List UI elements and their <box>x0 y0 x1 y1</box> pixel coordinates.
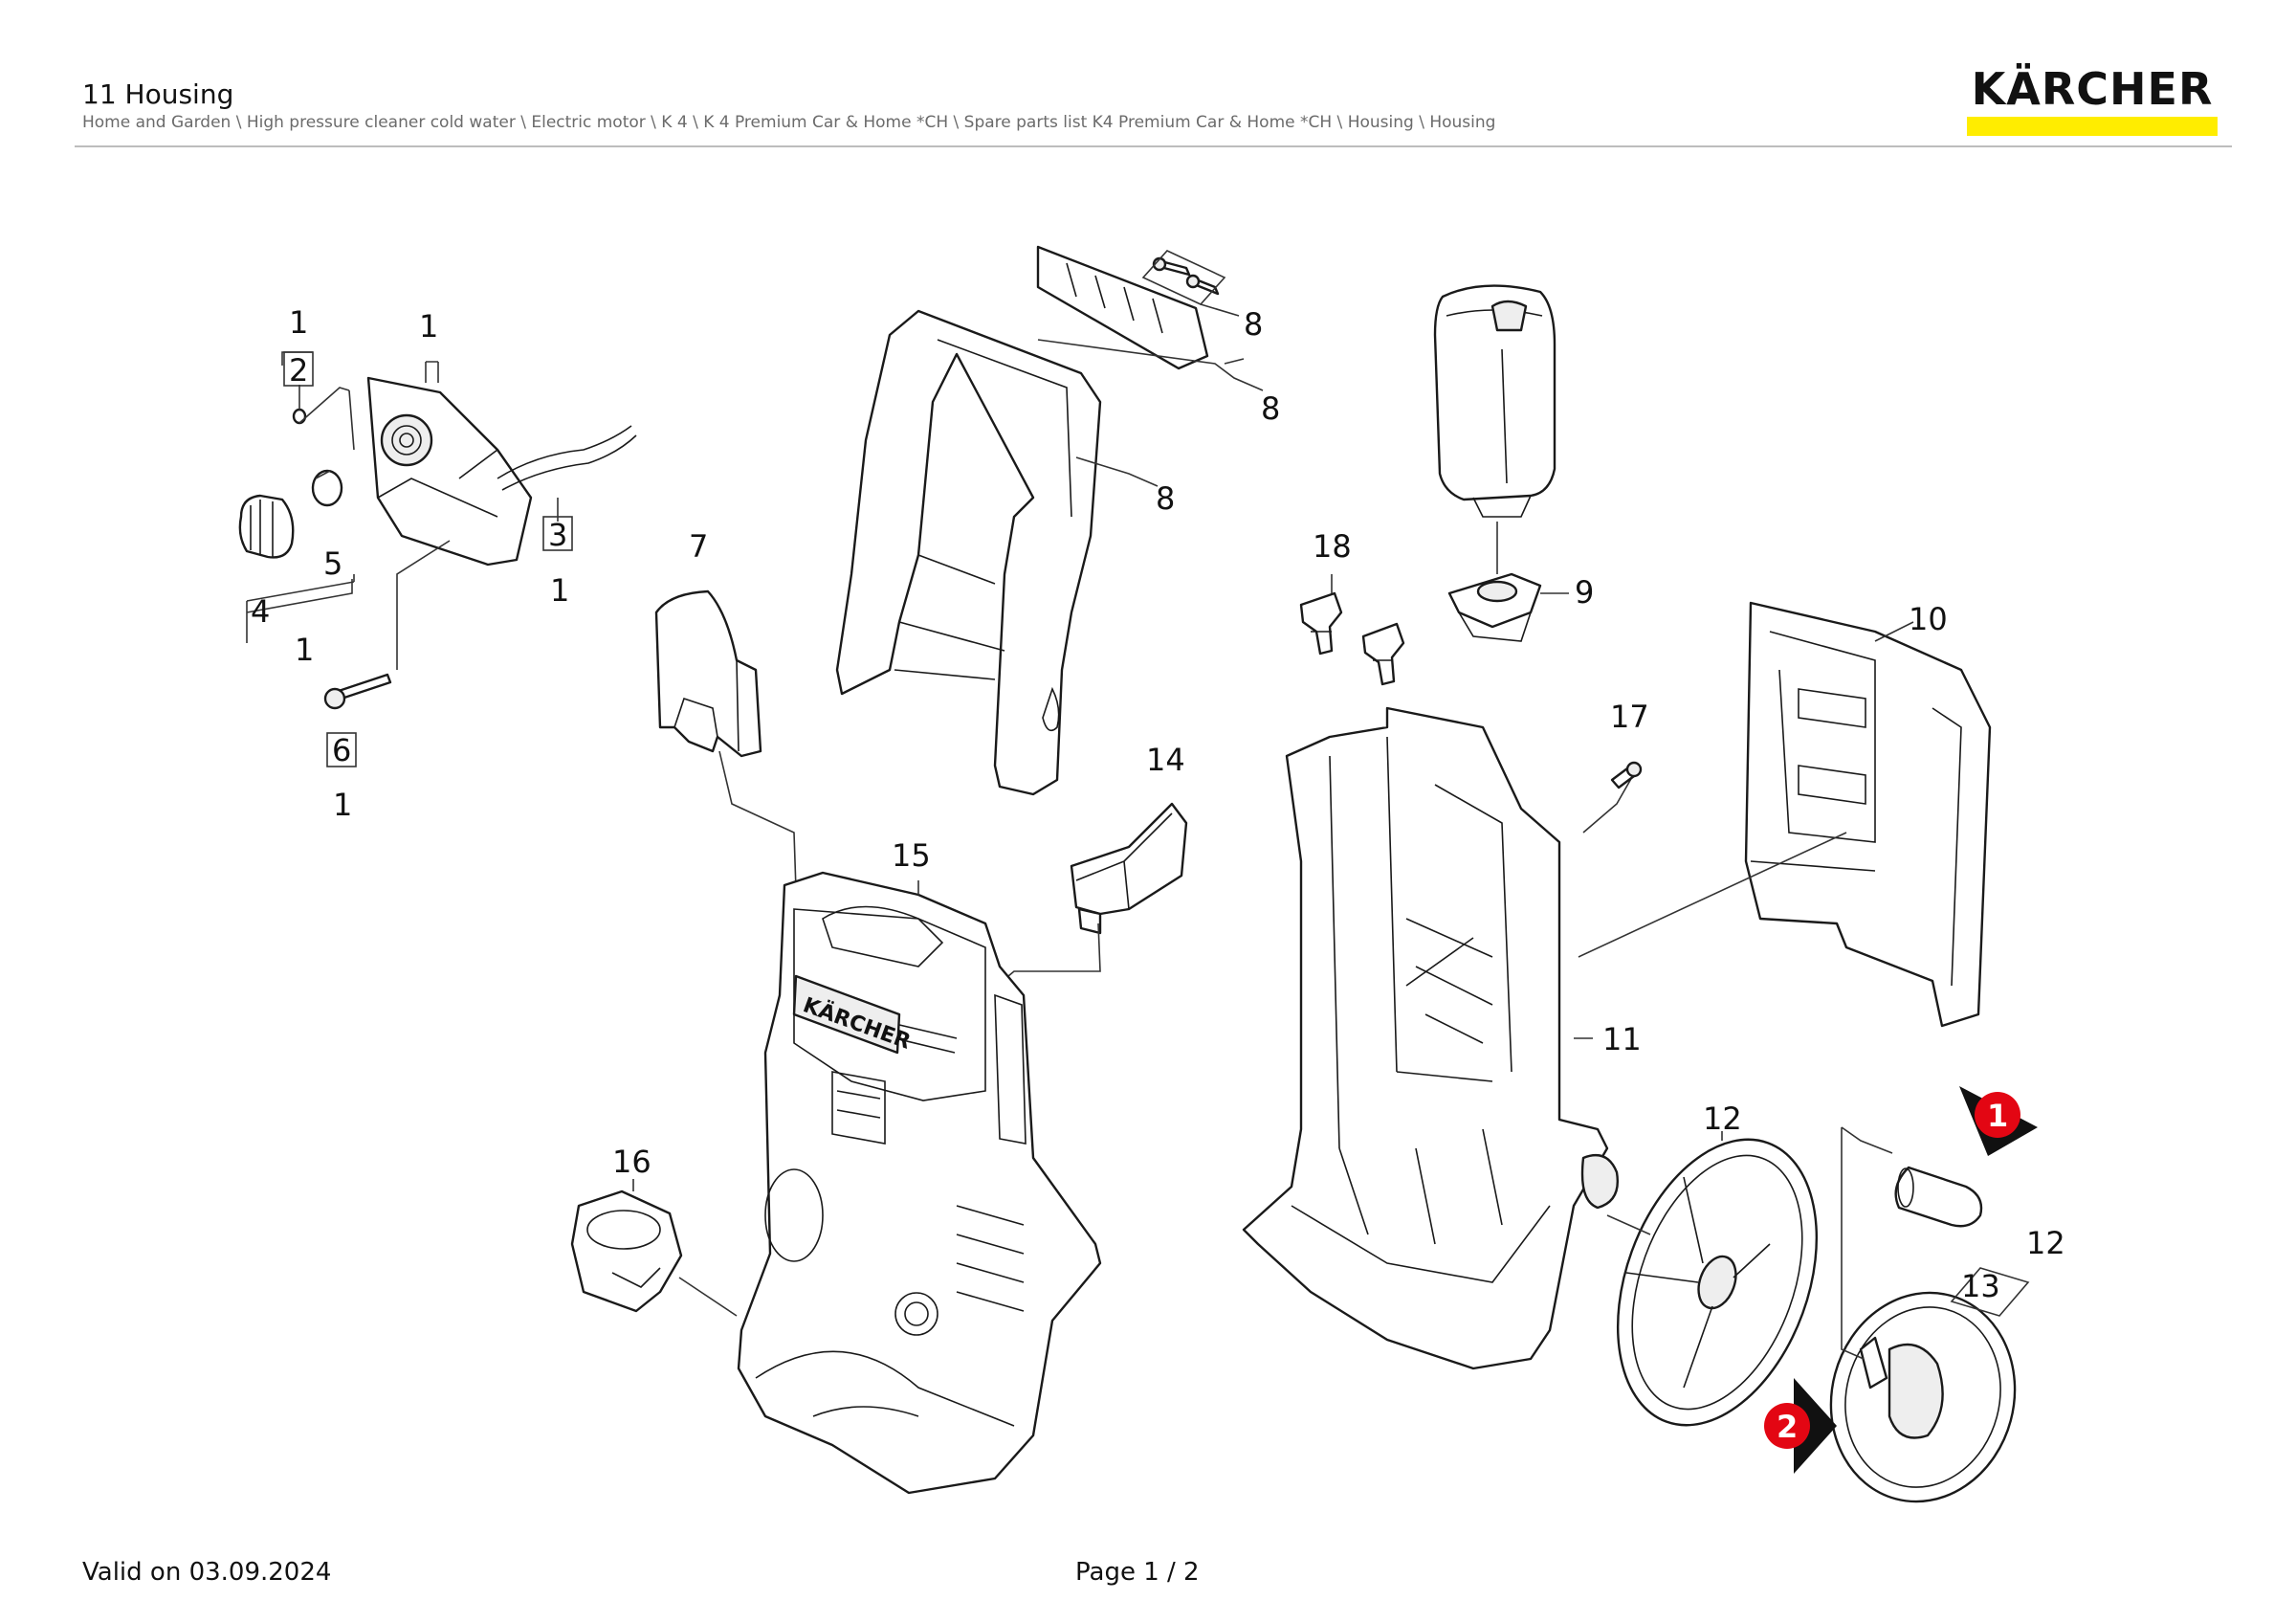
part-handle-frame-8[interactable] <box>835 309 1102 796</box>
callout-13: 13 <box>1961 1268 2000 1304</box>
footer-page-number: Page 1 / 2 <box>1075 1558 1200 1587</box>
footer-valid-date: Valid on 03.09.2024 <box>82 1558 332 1587</box>
callout-1: 1 <box>419 308 438 345</box>
callout-15: 15 <box>892 837 931 874</box>
part-cover-7[interactable] <box>654 589 762 758</box>
callout-1: 1 <box>550 572 569 609</box>
red-arrow-marker-icon: 2 <box>1764 1378 1837 1474</box>
callout-6: 6 <box>332 732 351 768</box>
part-hose-guide-16[interactable] <box>570 1189 683 1313</box>
marker-1-label: 1 <box>1987 1098 2008 1134</box>
part-hubcap-13[interactable] <box>1808 1272 2038 1523</box>
callout-8: 8 <box>1244 306 1263 343</box>
logo-wordmark: KÄRCHER <box>1971 63 2214 115</box>
callout-5: 5 <box>323 545 342 582</box>
part-o-ring-2[interactable] <box>292 408 307 425</box>
marker-2-label: 2 <box>1777 1409 1798 1445</box>
callout-3: 3 <box>548 517 567 553</box>
callout-9: 9 <box>1575 574 1594 611</box>
part-trim-14[interactable] <box>1070 802 1188 935</box>
part-screws-8[interactable] <box>1152 256 1220 296</box>
part-rear-panel-10[interactable] <box>1744 601 1992 1028</box>
page-title: 11 Housing <box>82 78 234 110</box>
part-tank-seal-9[interactable] <box>1447 572 1542 642</box>
part-o-ring-5[interactable] <box>311 469 343 507</box>
bracket-box-3 <box>542 516 573 551</box>
part-connectors-18[interactable] <box>1299 591 1405 686</box>
red-arrow-marker-icon: 1 <box>1959 1086 2038 1156</box>
callout-16: 16 <box>612 1144 651 1180</box>
part-axle-pin[interactable] <box>1894 1166 1983 1228</box>
part-handle-grip-8[interactable] <box>1036 245 1209 370</box>
part-front-housing-15[interactable] <box>737 871 1102 1495</box>
breadcrumb: Home and Garden \ High pressure cleaner … <box>82 113 1496 132</box>
callout-11: 11 <box>1602 1021 1642 1057</box>
header-divider <box>75 145 2232 147</box>
callout-12: 12 <box>1703 1101 1742 1137</box>
callout-8: 8 <box>1156 480 1175 517</box>
housing-brand-plate: KÄRCHER <box>792 974 914 1055</box>
part-knob-4[interactable] <box>238 494 295 559</box>
part-screw-6[interactable] <box>323 673 392 710</box>
callout-12: 12 <box>2026 1225 2065 1261</box>
callout-1: 1 <box>289 304 308 341</box>
part-hose-connector-assembly[interactable] <box>366 376 637 567</box>
callout-18: 18 <box>1313 528 1352 565</box>
part-detergent-tank-9[interactable] <box>1433 284 1556 518</box>
callout-14: 14 <box>1146 742 1185 778</box>
callout-10: 10 <box>1909 601 1948 637</box>
part-wheel-12[interactable] <box>1581 1112 1854 1453</box>
callout-17: 17 <box>1610 699 1649 735</box>
bracket-box-6 <box>326 732 357 767</box>
callout-1: 1 <box>333 787 352 823</box>
part-chassis-11[interactable] <box>1242 706 1619 1370</box>
callout-4: 4 <box>251 593 270 630</box>
callout-8: 8 <box>1261 390 1280 427</box>
part-screw-17[interactable] <box>1610 761 1643 789</box>
callout-1: 1 <box>295 632 314 668</box>
karcher-logo: KÄRCHER <box>1963 63 2221 138</box>
callout-7: 7 <box>689 528 708 565</box>
callout-2: 2 <box>289 352 308 389</box>
logo-yellow-bar <box>1967 117 2218 136</box>
